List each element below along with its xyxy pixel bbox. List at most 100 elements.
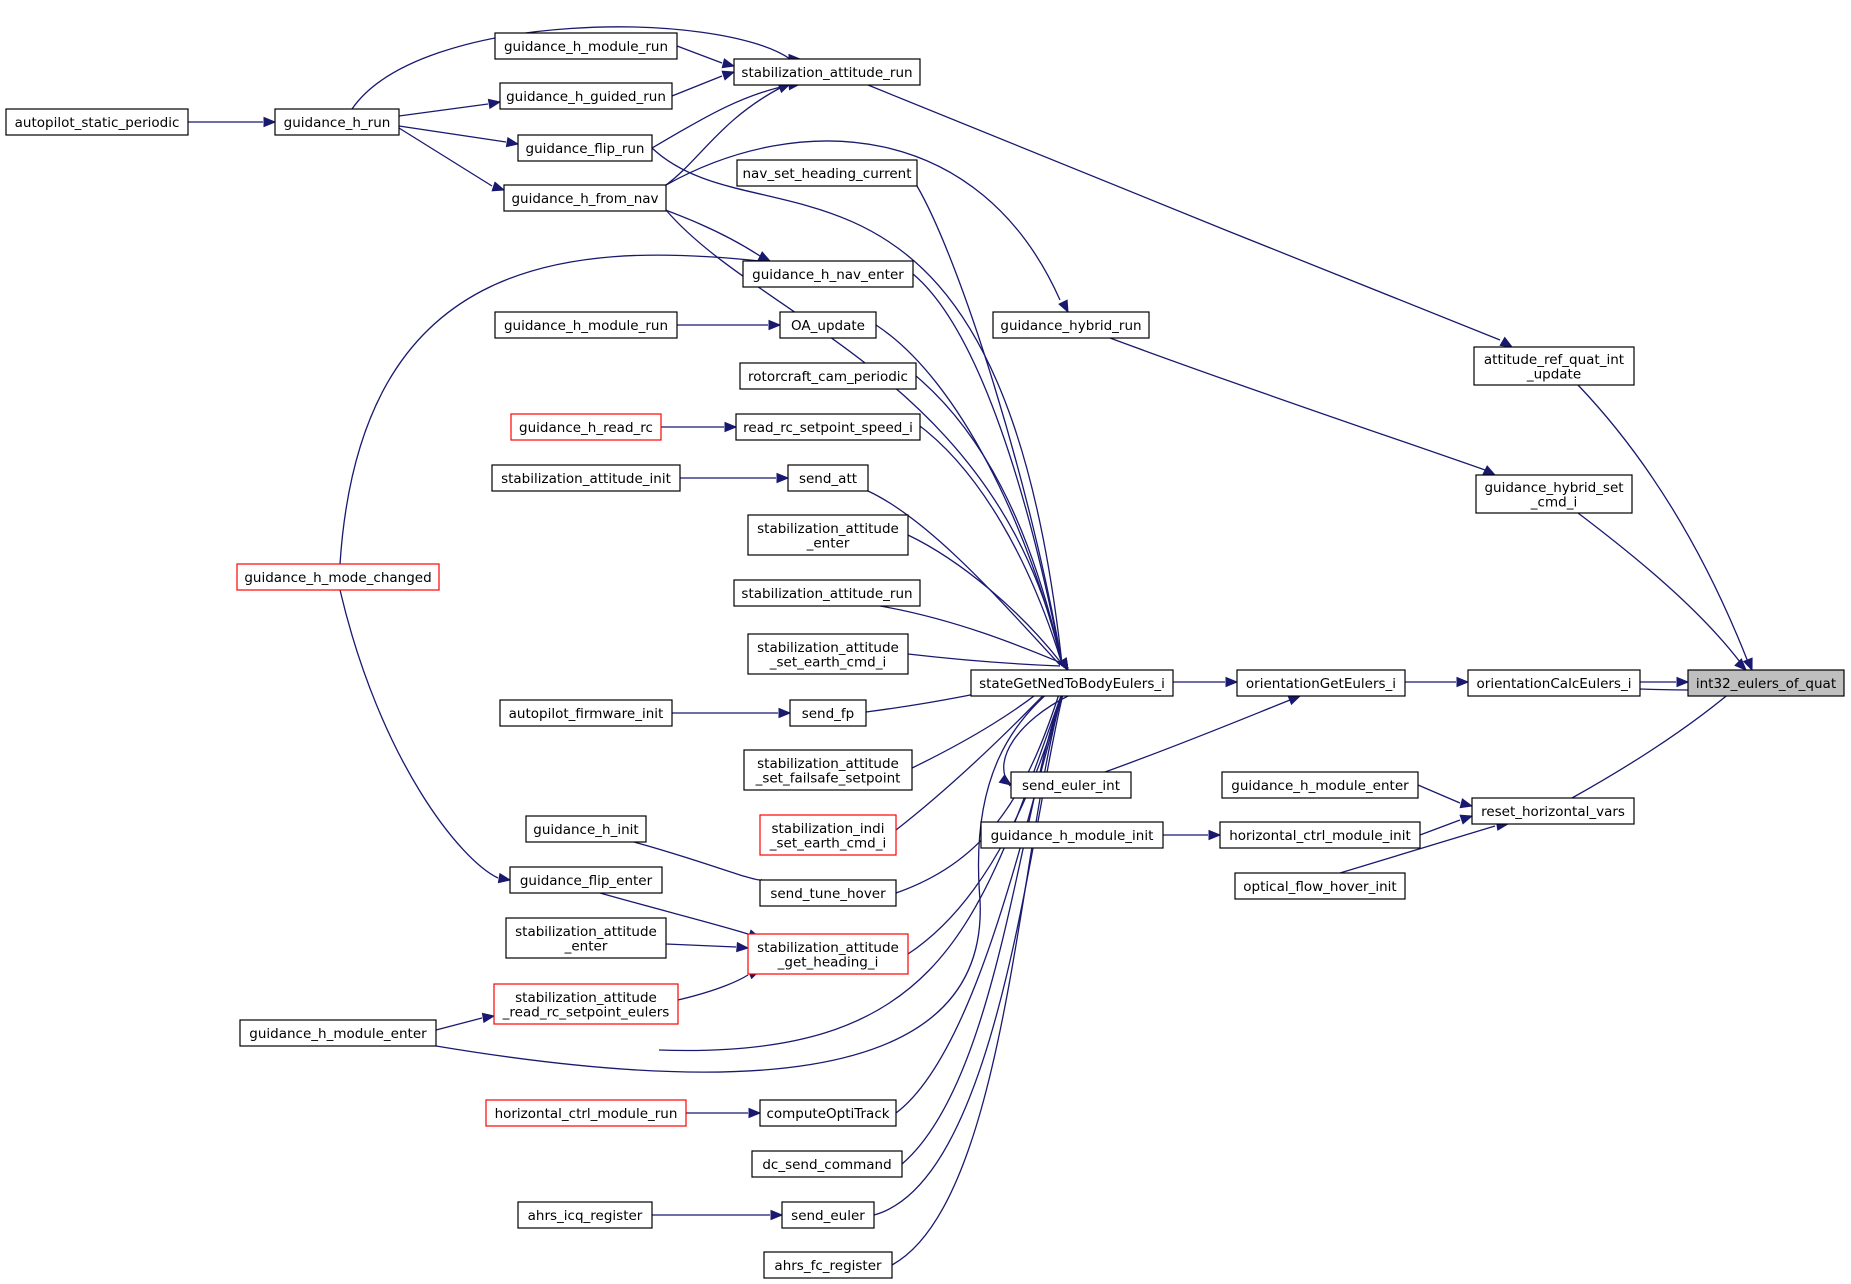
function-name-label: dc_send_command bbox=[762, 1157, 891, 1173]
function-name-label: guidance_h_read_rc bbox=[519, 420, 653, 436]
call-edge bbox=[671, 70, 736, 97]
function-node[interactable]: rotorcraft_cam_periodic bbox=[739, 362, 917, 390]
function-node[interactable]: stabilization_attitude_run bbox=[733, 579, 921, 607]
function-name-label: _read_rc_setpoint_eulers bbox=[502, 1004, 670, 1020]
function-node[interactable]: horizontal_ctrl_module_run bbox=[485, 1099, 687, 1127]
function-node[interactable]: autopilot_static_periodic bbox=[5, 108, 189, 136]
arrowhead bbox=[1225, 676, 1239, 688]
function-node[interactable]: guidance_h_module_enter bbox=[239, 1019, 437, 1047]
function-node[interactable]: guidance_h_module_enter bbox=[1221, 771, 1419, 799]
arrowhead bbox=[1734, 658, 1747, 671]
function-name-label: guidance_h_run bbox=[284, 115, 391, 131]
function-node[interactable]: stabilization_attitude_set_failsafe_setp… bbox=[743, 749, 913, 791]
function-name-label: ahrs_icq_register bbox=[528, 1208, 643, 1224]
function-node[interactable]: nav_set_heading_current bbox=[736, 159, 918, 187]
arrowhead bbox=[1482, 465, 1497, 476]
call-edge-line bbox=[398, 125, 507, 143]
function-node[interactable]: guidance_h_nav_enter bbox=[742, 260, 914, 288]
function-node[interactable]: stabilization_attitude_read_rc_setpoint_… bbox=[493, 983, 679, 1025]
function-node[interactable]: computeOptiTrack bbox=[759, 1099, 897, 1127]
function-node[interactable]: reset_horizontal_vars bbox=[1471, 797, 1635, 825]
function-node-box bbox=[1471, 797, 1635, 825]
function-node-box bbox=[491, 464, 681, 492]
call-edge bbox=[652, 1209, 784, 1221]
function-node[interactable]: guidance_h_guided_run bbox=[499, 82, 673, 110]
function-name-label: stabilization_attitude bbox=[515, 990, 657, 1006]
function-node[interactable]: ahrs_icq_register bbox=[517, 1201, 653, 1229]
arrowhead bbox=[770, 1209, 784, 1221]
function-node[interactable]: guidance_h_mode_changed bbox=[236, 563, 440, 591]
call-edge-line bbox=[1571, 679, 1746, 799]
function-node[interactable]: OA_update bbox=[779, 311, 877, 339]
arrowhead bbox=[491, 181, 506, 192]
function-name-label: guidance_h_module_init bbox=[991, 828, 1154, 844]
function-node[interactable]: stabilization_attitude_init bbox=[491, 464, 681, 492]
function-node[interactable]: attitude_ref_quat_int_update bbox=[1473, 346, 1635, 386]
function-node[interactable]: guidance_flip_enter bbox=[509, 866, 663, 894]
function-node[interactable]: send_fp bbox=[789, 699, 867, 727]
call-edge-line bbox=[1417, 784, 1461, 804]
function-name-label: autopilot_static_periodic bbox=[15, 115, 180, 131]
function-node[interactable]: guidance_h_module_run bbox=[494, 32, 678, 60]
call-edge bbox=[665, 140, 1069, 314]
function-node[interactable]: int32_eulers_of_quat bbox=[1687, 669, 1845, 697]
function-name-label: stabilization_attitude bbox=[515, 924, 657, 940]
function-node[interactable]: stabilization_attitude_set_earth_cmd_i bbox=[747, 633, 909, 675]
function-node-box bbox=[525, 815, 647, 843]
function-name-label: _update bbox=[1526, 366, 1581, 382]
function-node-box bbox=[733, 58, 921, 86]
function-node[interactable]: stabilization_attitude_enter bbox=[505, 917, 667, 959]
function-name-label: stabilization_indi bbox=[771, 821, 884, 837]
call-edge-line bbox=[633, 841, 761, 881]
function-node[interactable]: optical_flow_hover_init bbox=[1234, 872, 1406, 900]
arrowhead bbox=[998, 774, 1013, 786]
function-node[interactable]: orientationGetEulers_i bbox=[1236, 669, 1406, 697]
function-node[interactable]: guidance_h_run bbox=[274, 108, 400, 136]
call-edge-line bbox=[867, 490, 1061, 666]
function-node[interactable]: orientationCalcEulers_i bbox=[1467, 669, 1641, 697]
call-edge-line bbox=[658, 681, 1067, 1052]
function-node[interactable]: send_att bbox=[787, 464, 869, 492]
call-edge bbox=[339, 589, 512, 884]
function-node[interactable]: guidance_hybrid_set_cmd_i bbox=[1475, 474, 1633, 514]
function-node[interactable]: read_rc_setpoint_speed_i bbox=[735, 413, 921, 441]
function-node[interactable]: guidance_h_module_run bbox=[494, 311, 678, 339]
function-node-box bbox=[743, 749, 913, 791]
function-node[interactable]: guidance_flip_run bbox=[517, 134, 653, 162]
call-edge-line bbox=[351, 26, 791, 110]
call-edge-line bbox=[435, 1017, 483, 1031]
function-node[interactable]: stabilization_attitude_enter bbox=[747, 514, 909, 556]
function-name-label: computeOptiTrack bbox=[766, 1106, 889, 1122]
function-node[interactable]: stabilization_attitude_run bbox=[733, 58, 921, 86]
call-edge bbox=[1104, 695, 1302, 773]
function-node-box bbox=[787, 464, 869, 492]
function-node[interactable]: stabilization_indi_set_earth_cmd_i bbox=[759, 814, 897, 856]
function-node[interactable]: stateGetNedToBodyEulers_i bbox=[970, 669, 1174, 697]
function-node[interactable]: send_euler_int bbox=[1010, 771, 1132, 799]
function-node[interactable]: autopilot_firmware_init bbox=[499, 699, 673, 727]
function-node-box bbox=[747, 514, 909, 556]
function-node[interactable]: ahrs_fc_register bbox=[763, 1251, 893, 1279]
call-edge-line bbox=[891, 681, 1067, 1266]
function-name-label: stabilization_attitude bbox=[757, 756, 899, 772]
function-name-label: guidance_flip_run bbox=[526, 141, 645, 157]
function-node[interactable]: guidance_h_read_rc bbox=[510, 413, 662, 441]
function-node-box bbox=[499, 82, 673, 110]
function-node[interactable]: stabilization_attitude_get_heading_i bbox=[747, 933, 909, 975]
function-node[interactable]: guidance_hybrid_run bbox=[992, 311, 1150, 339]
function-node[interactable]: horizontal_ctrl_module_init bbox=[1219, 821, 1421, 849]
function-name-label: horizontal_ctrl_module_init bbox=[1229, 828, 1411, 844]
call-edge bbox=[680, 472, 790, 484]
function-node[interactable]: guidance_h_module_init bbox=[980, 821, 1164, 849]
call-edge-line bbox=[398, 127, 493, 187]
function-node[interactable]: guidance_h_init bbox=[525, 815, 647, 843]
call-edge bbox=[672, 707, 792, 719]
function-node[interactable]: send_tune_hover bbox=[759, 879, 897, 907]
function-name-label: orientationCalcEulers_i bbox=[1477, 676, 1632, 692]
function-node-box bbox=[759, 879, 897, 907]
call-edge-line bbox=[1577, 384, 1749, 663]
function-node[interactable]: dc_send_command bbox=[751, 1150, 903, 1178]
function-node[interactable]: send_euler bbox=[781, 1201, 875, 1229]
call-edge-line bbox=[1419, 819, 1461, 836]
function-node[interactable]: guidance_h_from_nav bbox=[503, 184, 667, 212]
